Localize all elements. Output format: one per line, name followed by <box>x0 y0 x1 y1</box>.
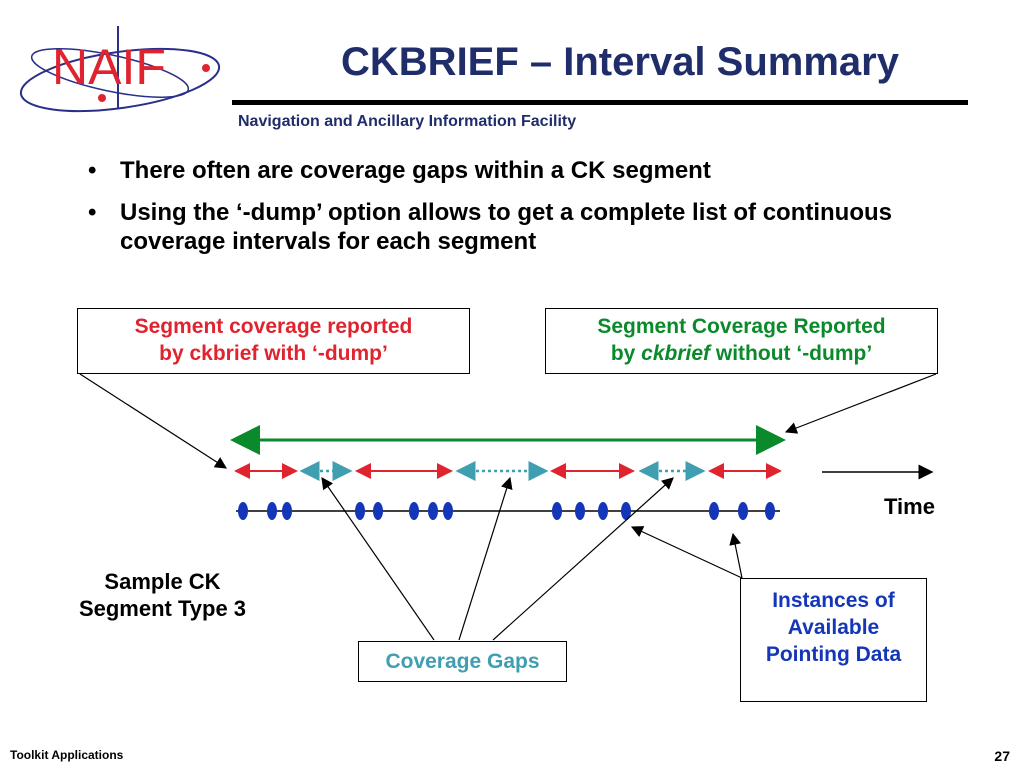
callout-line-instance <box>630 526 743 579</box>
callout-text-line: by ckbrief without ‘-dump’ <box>546 340 937 367</box>
page-title: CKBRIEF – Interval Summary <box>341 40 899 84</box>
callout-text-italic: ckbrief <box>641 342 711 365</box>
callout-text: Segment coverage reported <box>134 315 413 338</box>
bullet-marker: • <box>88 199 97 226</box>
pointing-instance <box>355 502 365 520</box>
pointing-instance <box>765 502 775 520</box>
sample-label: Sample CK Segment Type 3 <box>60 568 265 622</box>
bullet-list: • There often are coverage gaps within a … <box>88 156 968 269</box>
naif-logo: NAIF <box>19 26 221 113</box>
pointing-instance <box>709 502 719 520</box>
pointing-instance <box>428 502 438 520</box>
callout-text: without ‘-dump’ <box>710 342 873 365</box>
callout-box-nodump: Segment Coverage Reported by ckbrief wit… <box>545 308 938 374</box>
callout-line-dump <box>79 373 228 469</box>
callout-box-dump: Segment coverage reported by ckbrief wit… <box>77 308 470 374</box>
callout-line-instance <box>729 532 743 579</box>
pointing-instance <box>552 502 562 520</box>
callout-text: Instances of <box>772 589 895 612</box>
pointing-instance <box>598 502 608 520</box>
time-label: Time <box>884 494 935 519</box>
bullet-marker: • <box>88 157 97 184</box>
bullet-text: Using the ‘-dump’ option allows to get a… <box>120 199 893 255</box>
pointing-instance <box>373 502 383 520</box>
bullet-item: • There often are coverage gaps within a … <box>88 156 968 185</box>
callout-line-nodump <box>784 373 937 434</box>
pointing-instances <box>238 502 775 520</box>
callout-text: Available <box>787 616 880 639</box>
pointing-instance <box>575 502 585 520</box>
pointing-instance <box>409 502 419 520</box>
callout-line-gap <box>492 477 674 641</box>
page-number: 27 <box>994 748 1010 764</box>
logo-text: NAIF <box>52 39 166 95</box>
pointing-instance <box>238 502 248 520</box>
callout-box-gaps: Coverage Gaps <box>358 641 567 682</box>
bullet-item: • Using the ‘-dump’ option allows to get … <box>88 198 968 256</box>
pointing-instance <box>267 502 277 520</box>
bullet-text: There often are coverage gaps within a C… <box>120 157 711 184</box>
callout-box-instances: Instances of Available Pointing Data <box>740 578 927 702</box>
sample-label-line: Segment Type 3 <box>78 596 247 621</box>
footer-label: Toolkit Applications <box>10 748 124 762</box>
callout-line-gap <box>458 476 513 641</box>
callout-text: by ckbrief with ‘-dump’ <box>159 342 388 365</box>
callout-text: Pointing Data <box>765 643 902 666</box>
pointing-instance <box>282 502 292 520</box>
pointing-instance <box>621 502 631 520</box>
callout-text: by <box>610 342 642 365</box>
sample-label-line: Sample CK <box>104 569 221 594</box>
pointing-instance <box>738 502 748 520</box>
title-divider <box>232 100 968 105</box>
callout-text: Segment Coverage Reported <box>597 315 886 338</box>
page-subtitle: Navigation and Ancillary Information Fac… <box>238 113 577 130</box>
pointing-instance <box>443 502 453 520</box>
callout-line-gap <box>321 477 435 641</box>
